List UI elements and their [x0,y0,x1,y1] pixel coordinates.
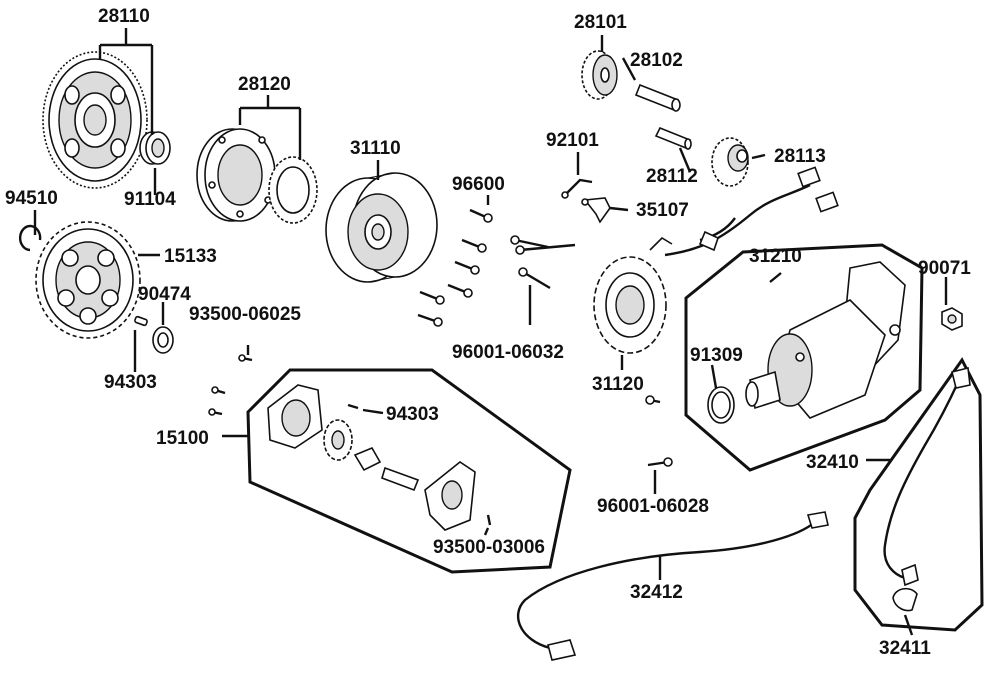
idle-gear-28113[interactable] [711,137,749,187]
oil-pump-15100[interactable] [267,384,492,531]
label-96001-06028: 96001-06028 [597,496,709,517]
label-91104: 91104 [124,189,176,210]
label-32411: 32411 [879,638,931,659]
label-90071: 90071 [918,258,971,279]
group-box-31210 [684,243,924,472]
nut-90071[interactable] [941,307,963,331]
label-31210: 31210 [749,246,802,267]
label-93500-06025: 93500-06025 [189,304,301,325]
stator-31120[interactable] [593,166,839,354]
group-box-32410 [853,357,984,632]
pulser-coil-35107[interactable] [581,197,611,224]
screws-93500-06025[interactable] [208,354,253,416]
label-94303-left: 94303 [104,372,157,393]
shaft-28112[interactable] [654,126,692,150]
label-31120: 31120 [592,374,644,395]
label-35107: 35107 [636,200,689,221]
label-32410: 32410 [806,452,859,473]
starter-driven-gear-28110[interactable] [42,51,148,189]
o-ring-91309[interactable] [707,386,735,424]
idle-gear-28101[interactable] [581,50,618,100]
bolts-96001-06032[interactable] [510,235,576,290]
label-28102: 28102 [630,50,683,71]
bolts-96600[interactable] [417,208,493,327]
label-28120: 28120 [238,74,291,95]
bolts-96001-06028[interactable] [645,395,673,467]
label-28110: 28110 [98,6,150,27]
needle-bearing-91104[interactable] [139,131,171,165]
label-28101: 28101 [574,12,627,33]
group-box-15100 [246,368,572,574]
circlip-94510[interactable] [18,224,42,252]
label-15133: 15133 [164,246,217,267]
label-28113: 28113 [774,146,826,167]
label-91309: 91309 [690,345,743,366]
label-15100: 15100 [156,428,209,449]
pin-94303-lower[interactable] [134,315,148,327]
label-92101: 92101 [546,130,599,151]
drive-gear-15133[interactable] [35,221,141,339]
label-94303-right: 94303 [386,404,439,425]
label-90474: 90474 [138,284,191,305]
label-96001-06032: 96001-06032 [452,342,564,363]
shaft-28102[interactable] [634,83,681,112]
terminal-cover-32411[interactable] [892,587,918,612]
label-93500-03006: 93500-03006 [433,537,545,558]
washer-90474[interactable] [152,326,174,354]
sensor-screw-92101[interactable] [561,178,593,199]
starter-motor-31210[interactable] [745,261,906,419]
starter-cable-32412[interactable] [516,511,829,661]
label-28112: 28112 [646,166,698,187]
label-31110: 31110 [350,138,401,159]
battery-cable-32410[interactable] [883,367,971,587]
leader-lines [33,28,948,636]
label-32412: 32412 [630,582,683,603]
flywheel-31110[interactable] [325,172,438,283]
label-96600: 96600 [452,174,505,195]
label-94510: 94510 [5,188,58,209]
starter-clutch-28120[interactable] [196,128,318,224]
